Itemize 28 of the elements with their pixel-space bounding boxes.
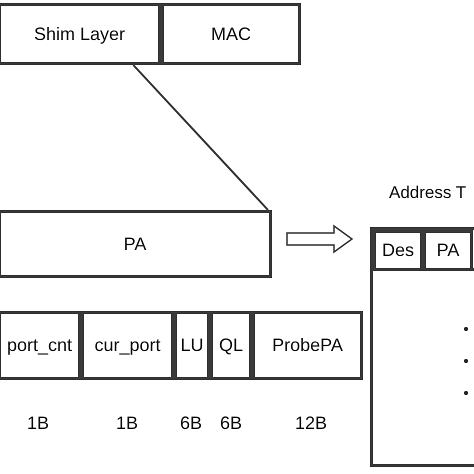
field-label: cur_port — [94, 334, 161, 357]
field-label: LU — [180, 334, 204, 357]
field-label: ProbePA — [272, 334, 343, 357]
byte-size-label: 6B — [180, 412, 202, 435]
byte-size-label: 1B — [116, 412, 138, 435]
field-label: Des — [382, 239, 414, 262]
field-box — [423, 230, 473, 271]
connector-line — [132, 64, 269, 211]
field-box — [174, 311, 210, 380]
field-box — [0, 3, 161, 65]
field-label: QL — [218, 334, 243, 357]
field-label: Shim Layer — [34, 22, 126, 46]
byte-size-label: 6B — [220, 412, 242, 435]
field-box — [373, 230, 423, 271]
hollow-arrow — [286, 224, 354, 254]
byte-size-label: 1B — [26, 412, 50, 435]
field-label: port_cnt — [6, 334, 72, 357]
field-box — [0, 311, 81, 380]
field-label: MAC — [211, 22, 251, 46]
field-box — [210, 311, 252, 380]
field-box — [161, 3, 301, 65]
field-label: PA — [436, 239, 460, 262]
field-box — [81, 311, 174, 380]
byte-size-label: 12B — [294, 412, 328, 435]
field-box — [252, 311, 363, 380]
field-label: PA — [124, 232, 146, 256]
table-title: Address T — [389, 182, 466, 204]
field-box — [0, 210, 272, 278]
